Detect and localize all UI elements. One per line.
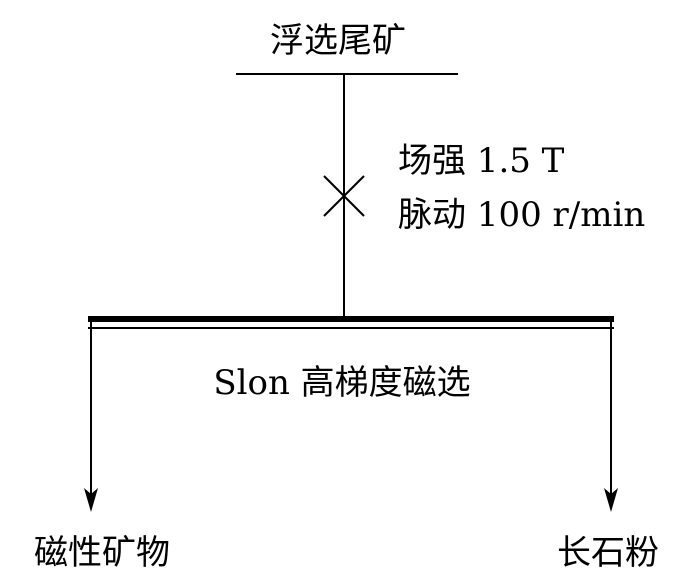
field-strength-label: 场强 1.5 T bbox=[398, 141, 565, 181]
nonmagnetic-output-label: 长石粉 bbox=[557, 533, 659, 573]
magnetic-output-arrow bbox=[84, 322, 98, 512]
magnetic-output-label: 磁性矿物 bbox=[34, 533, 170, 573]
process-label: Slon 高梯度磁选 bbox=[213, 363, 470, 403]
nonmagnetic-output-arrow bbox=[604, 322, 618, 512]
pulsation-label: 脉动 100 r/min bbox=[398, 195, 645, 235]
feed-label: 浮选尾矿 bbox=[270, 21, 406, 61]
separator-bar bbox=[88, 316, 614, 329]
operation-cross-mark bbox=[323, 175, 365, 217]
